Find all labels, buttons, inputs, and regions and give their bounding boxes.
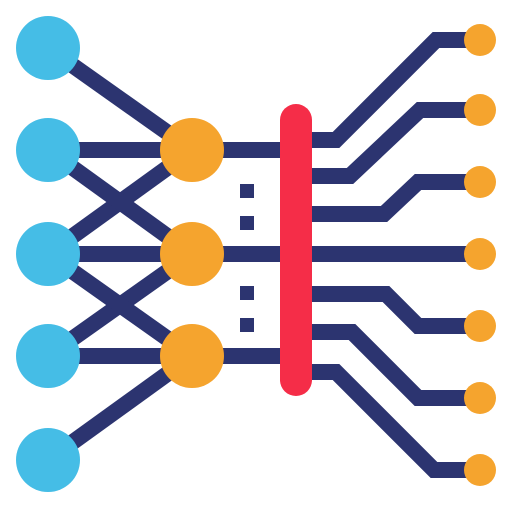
output-node bbox=[464, 24, 496, 56]
ellipsis-dot bbox=[240, 318, 254, 332]
input-layer bbox=[16, 16, 80, 492]
output-node bbox=[464, 94, 496, 126]
output-layer bbox=[464, 24, 496, 486]
hidden-node bbox=[160, 222, 224, 286]
ellipsis-dot bbox=[240, 216, 254, 230]
output-node bbox=[464, 166, 496, 198]
output-node bbox=[464, 454, 496, 486]
hidden-layer bbox=[160, 118, 224, 388]
connector-line bbox=[296, 174, 480, 222]
connector-line bbox=[296, 286, 480, 334]
output-node bbox=[464, 310, 496, 342]
input-node bbox=[16, 118, 80, 182]
ellipsis-dot bbox=[240, 184, 254, 198]
ellipsis-dots bbox=[240, 184, 254, 332]
output-node bbox=[464, 238, 496, 270]
bus-bar bbox=[280, 104, 312, 396]
input-node bbox=[16, 324, 80, 388]
input-node bbox=[16, 428, 80, 492]
connector-line bbox=[296, 324, 480, 406]
output-node bbox=[464, 382, 496, 414]
hidden-node bbox=[160, 324, 224, 388]
connector-lines bbox=[43, 32, 480, 478]
ellipsis-dot bbox=[240, 286, 254, 300]
input-node bbox=[16, 16, 80, 80]
connector-line bbox=[296, 102, 480, 184]
input-node bbox=[16, 222, 80, 286]
connector-line bbox=[296, 364, 480, 478]
connector-line bbox=[296, 32, 480, 148]
hidden-node bbox=[160, 118, 224, 182]
